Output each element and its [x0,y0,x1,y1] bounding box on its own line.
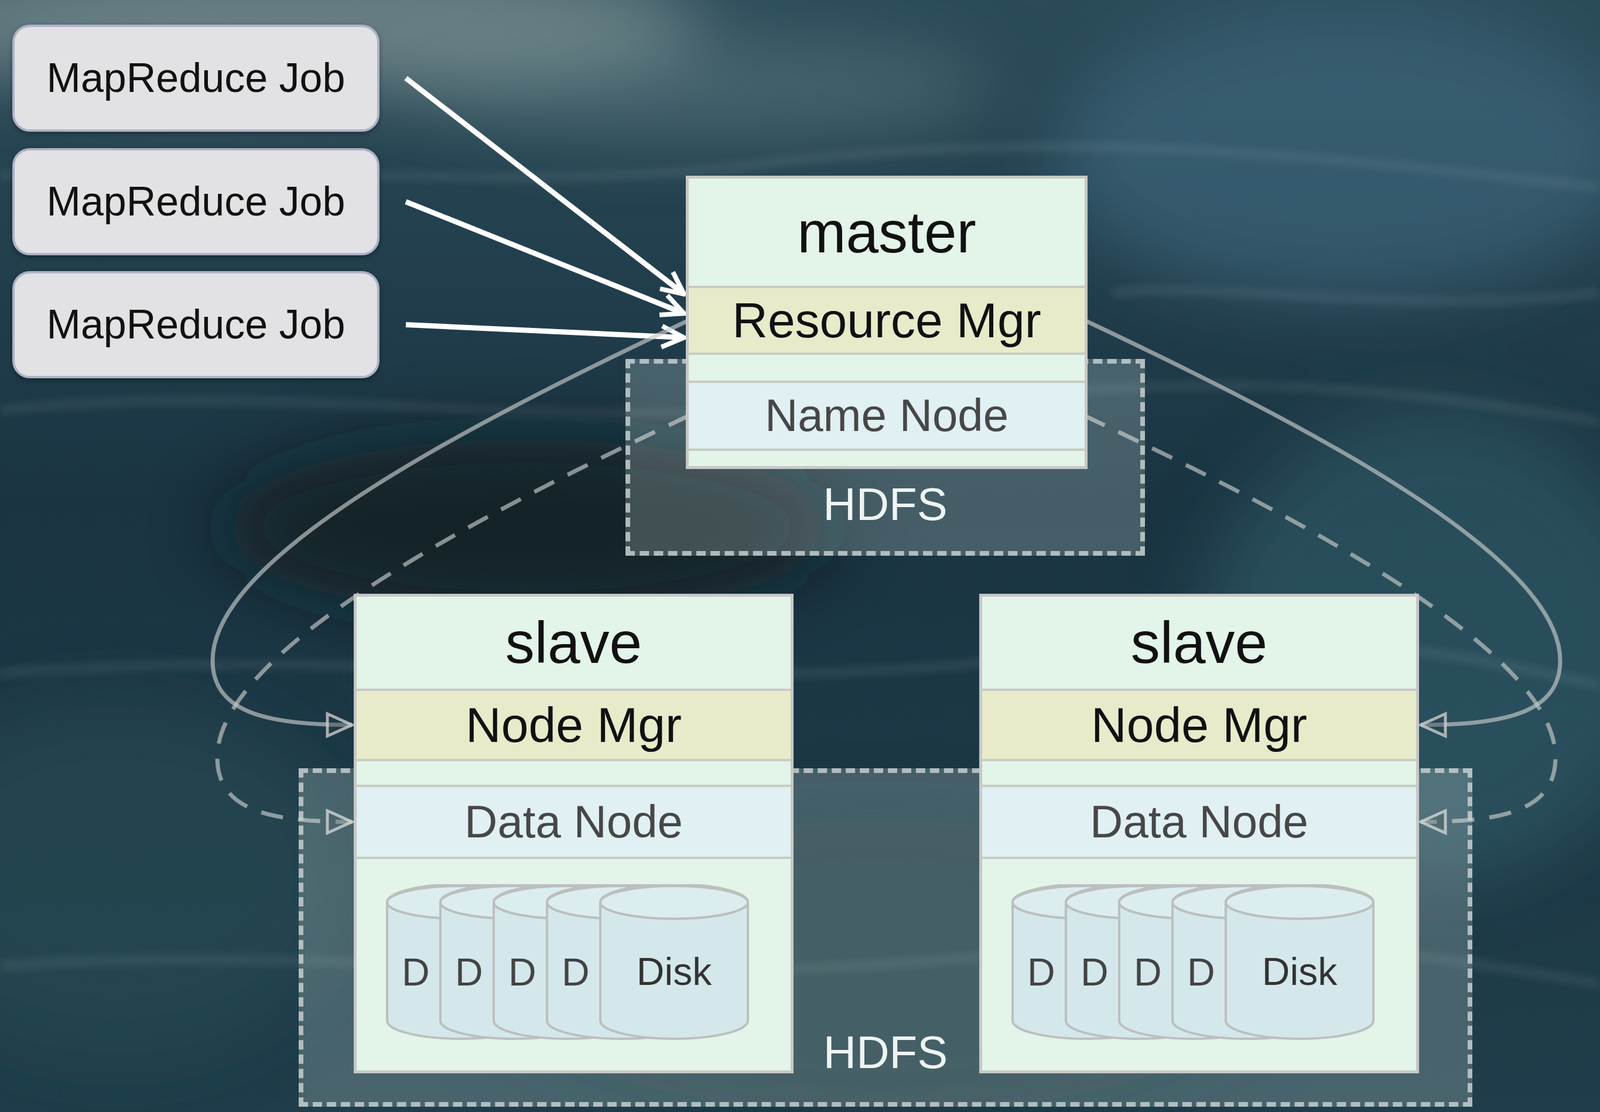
disk-label: Disk [1262,949,1338,995]
cylinder-body [1172,884,1321,1039]
disk-letter: D [508,950,537,996]
disk-letter: D [401,950,430,996]
disk-cylinder: Disk [1224,884,1376,1041]
cylinder-body [600,884,748,1039]
server-box: slaveNode MgrData NodeDiskDDDD [353,593,794,1074]
disk-letter: D [1187,950,1216,996]
job-submit-arrow [405,202,685,314]
service-band: Resource Mgr [688,285,1085,355]
cylinder-body [546,884,695,1039]
service-band: Node Mgr [356,688,791,762]
region-label: HDFS [822,478,947,532]
disk-cylinder: Disk [598,884,750,1041]
storage-service-band: Name Node [688,380,1085,451]
server-name: slave [1130,609,1268,677]
service-label: Node Mgr [1091,696,1308,754]
service-label: Data Node [1089,795,1309,849]
service-label: Name Node [764,389,1009,443]
region-label: HDFS [823,1026,948,1080]
server-name: slave [505,609,642,677]
server-header: slave [982,596,1417,689]
server-box: masterResource MgrName Node [685,175,1088,470]
cylinder-top [1225,886,1374,919]
job-label: MapReduce Job [46,54,346,102]
job-box: MapReduce Job [12,271,380,379]
job-label: MapReduce Job [46,178,346,226]
storage-service-band: Data Node [356,784,791,860]
server-name: master [797,198,977,266]
disk-letter: D [1133,950,1162,996]
disk-letter: D [1027,950,1056,996]
service-label: Data Node [464,795,683,849]
disk-letter: D [455,950,484,996]
job-submit-arrow [405,78,685,295]
cylinder-top [600,886,748,919]
job-box: MapReduce Job [12,24,380,132]
service-label: Resource Mgr [732,292,1042,350]
job-submit-arrow [405,325,685,338]
disk-letter: D [1080,950,1109,996]
storage-service-band: Data Node [982,784,1417,860]
service-label: Node Mgr [465,696,682,754]
disk-label: Disk [636,949,712,995]
job-label: MapReduce Job [46,301,346,349]
job-box: MapReduce Job [12,148,380,256]
cylinder-body [1225,884,1374,1039]
cylinder-top [546,886,695,919]
server-box: slaveNode MgrData NodeDiskDDDD [979,593,1420,1074]
disk-letter: D [561,950,590,996]
server-header: slave [356,596,791,689]
cylinder-top [1172,886,1321,919]
server-header: master [688,178,1085,286]
service-band: Node Mgr [982,688,1417,762]
